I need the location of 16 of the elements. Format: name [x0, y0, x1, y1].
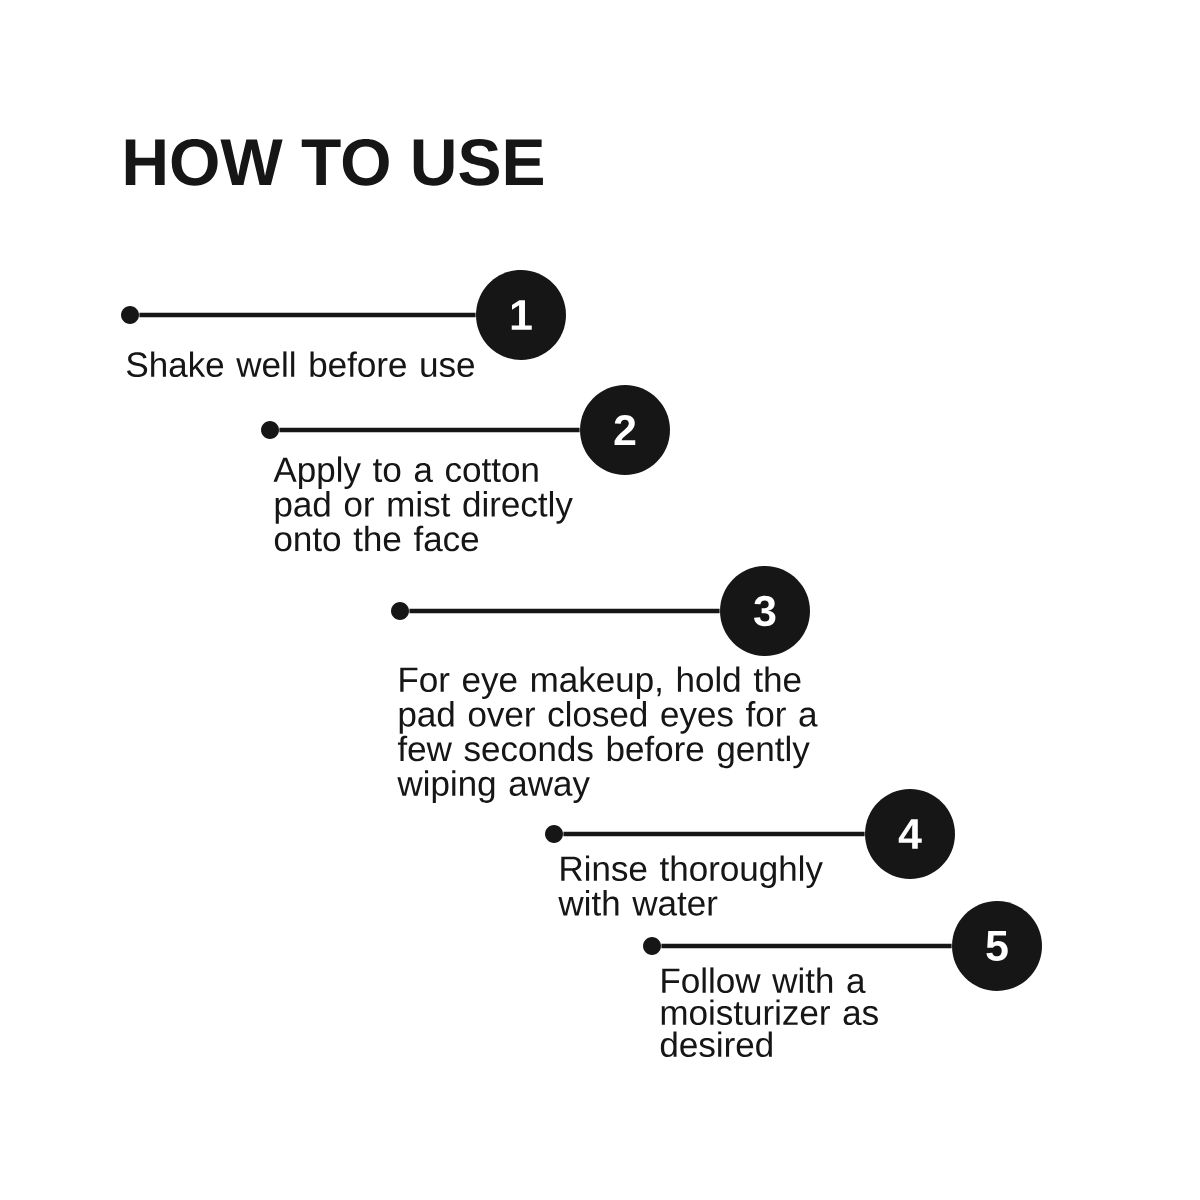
instruction-text: For eye makeup, hold the pad over closed eyes for a few seconds before gently wiping away — [397, 666, 818, 803]
instruction-text: Follow with a moisturizer as desired — [660, 967, 878, 1058]
instruction-text: Shake well before use — [127, 351, 474, 378]
instruction-text: Rinse thoroughly with water — [558, 855, 823, 916]
connector-line — [409, 608, 720, 614]
dot — [545, 825, 563, 843]
dot — [261, 421, 279, 439]
dot — [643, 937, 661, 955]
connector-line — [661, 943, 952, 949]
connector-line — [139, 312, 476, 318]
connector-line — [563, 831, 865, 837]
heading: HOW TO USE — [125, 138, 543, 186]
instruction-text: Apply to a cotton pad or mist directly onto the face — [273, 456, 573, 552]
dot — [391, 602, 409, 620]
dot — [121, 306, 139, 324]
connector-line — [279, 427, 580, 433]
